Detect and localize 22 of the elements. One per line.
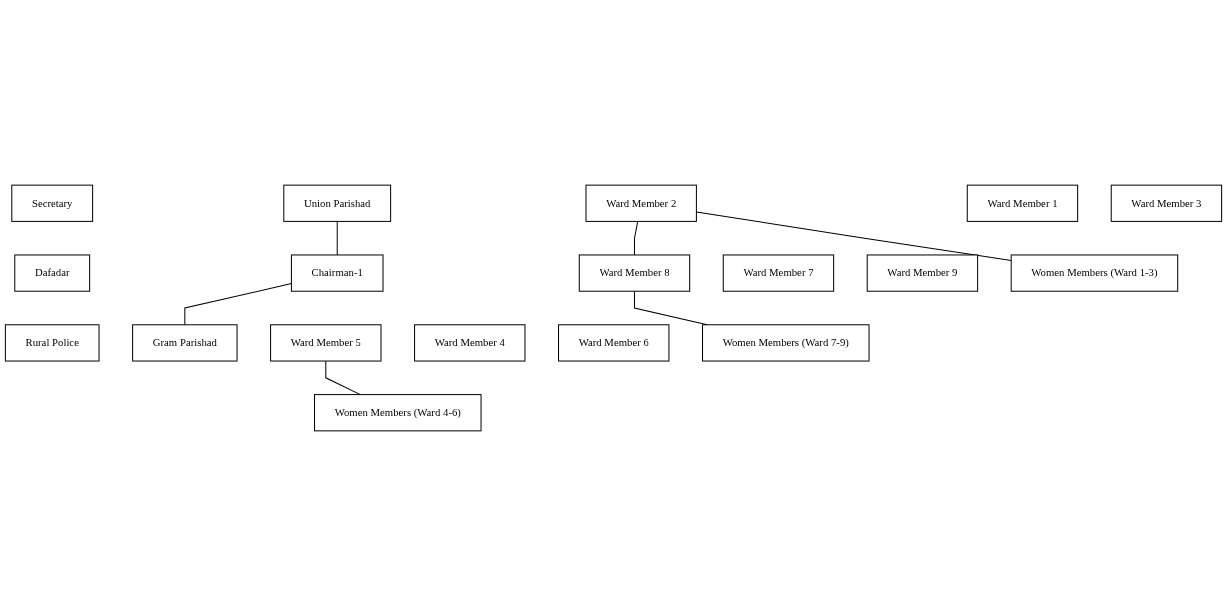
- node-box: Women Members (Ward 1-3): [1010, 254, 1179, 292]
- node-box: Secretary: [11, 184, 94, 222]
- node-box: Ward Member 1: [966, 184, 1079, 222]
- node-box: Ward Member 5: [270, 324, 382, 362]
- node-box: Ward Member 2: [585, 184, 697, 222]
- connector: [325, 360, 361, 396]
- connector: [336, 220, 338, 256]
- node-box: Women Members (Ward 7-9): [702, 324, 870, 362]
- node-box: Rural Police: [4, 324, 100, 362]
- node-box: Women Members (Ward 4-6): [314, 394, 482, 432]
- node-box: Ward Member 8: [578, 254, 691, 292]
- node-box: Ward Member 9: [866, 254, 979, 292]
- node-box: Chairman-1: [290, 254, 384, 292]
- node-box: Ward Member 6: [558, 324, 670, 362]
- connector: [633, 220, 639, 256]
- node-box: Gram Parishad: [132, 324, 238, 362]
- node-box: Ward Member 4: [414, 324, 526, 362]
- node-box: Union Parishad: [283, 184, 392, 222]
- node-box: Ward Member 7: [722, 254, 835, 292]
- connector: [184, 283, 292, 326]
- node-box: Dafadar: [14, 254, 91, 292]
- node-box: Ward Member 3: [1110, 184, 1223, 222]
